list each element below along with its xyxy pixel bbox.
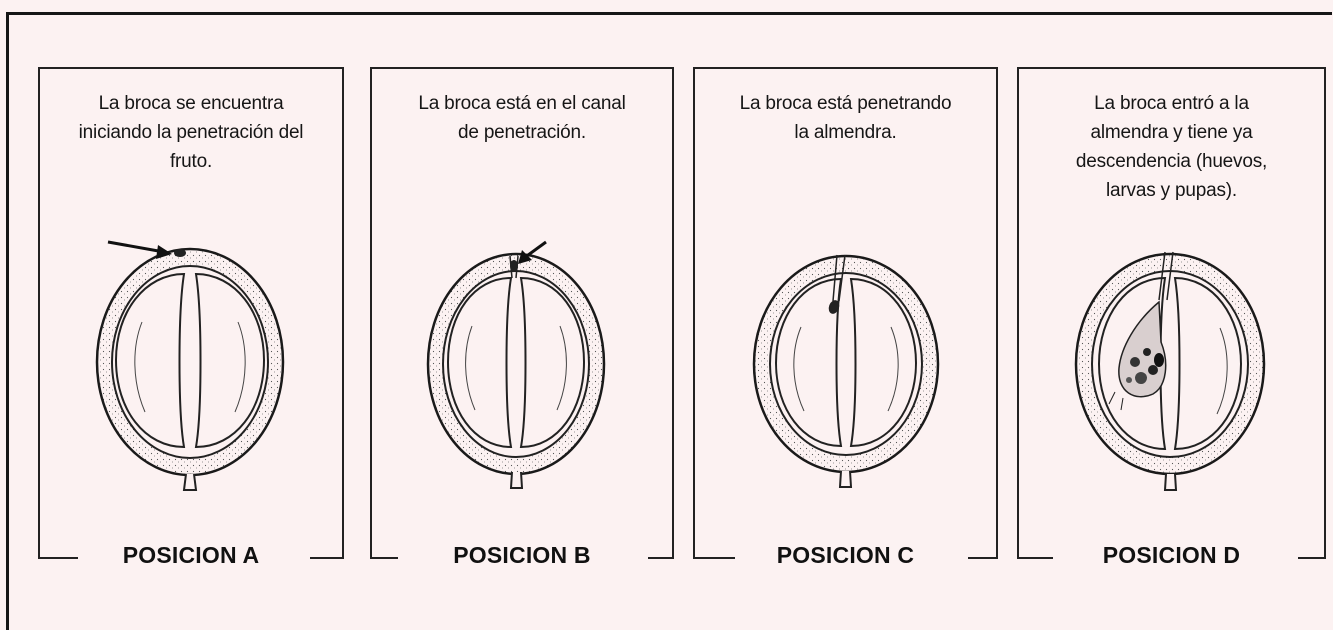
panel-posicion-d: La broca entró a la almendra y tiene ya … (1017, 67, 1326, 568)
right-bean (849, 277, 918, 448)
fruit-stalk (838, 470, 853, 488)
panel-posicion-c: La broca está penetrando la almendra. (693, 67, 998, 568)
coffee-fruit-cross-section (1074, 251, 1266, 491)
left-bean (114, 272, 186, 449)
panel-posicion-a: La broca se encuentra iniciando la penet… (38, 67, 344, 568)
caption-line: La broca se encuentra (98, 93, 284, 114)
caption-line: descendencia (huevos, (1075, 151, 1268, 172)
panel-posicion-b: La broca está en el canal de penetración… (370, 67, 674, 568)
caption-line: La broca entró a la (1094, 93, 1249, 114)
caption-line: La broca está en el canal (418, 93, 626, 114)
panel-label-row: POSICION A (38, 542, 344, 568)
panel-label: POSICION C (776, 542, 915, 568)
caption-line: almendra y tiene ya (1090, 122, 1253, 143)
panel-label-row: POSICION D (1017, 542, 1326, 568)
panel-label: POSICION B (453, 542, 591, 568)
caption-line: fruto. (169, 151, 213, 172)
caption-line: la almendra. (794, 122, 897, 143)
caption-line: larvas y pupas). (1106, 180, 1237, 201)
panel-label-row: POSICION B (370, 542, 674, 568)
right-bean (194, 272, 266, 449)
penetration-canal (1158, 251, 1174, 301)
borer-gallery (1108, 300, 1167, 411)
panel-label: POSICION A (122, 542, 260, 568)
caption-line: La broca está penetrando (739, 93, 952, 114)
panel-caption: La broca entró a la almendra y tiene ya … (1031, 89, 1312, 205)
coffee-fruit-cross-section (752, 254, 940, 488)
panel-frame (1017, 67, 1326, 559)
coffee-fruit-cross-section (426, 240, 606, 489)
panel-label-row: POSICION C (693, 542, 998, 568)
right-bean (1173, 276, 1243, 451)
panel-frame (38, 67, 344, 559)
left-bean (774, 277, 843, 448)
penetration-canal (832, 254, 846, 302)
panel-caption: La broca está en el canal de penetración… (384, 89, 660, 147)
arrow-icon (107, 240, 172, 259)
panel-frame (370, 67, 674, 559)
figure-border (6, 12, 1332, 630)
borer-beetle (1154, 353, 1164, 367)
coffee-fruit-cross-section (95, 240, 285, 491)
arrow-icon (518, 240, 547, 264)
right-bean (519, 276, 586, 449)
panel-caption: La broca está penetrando la almendra. (707, 89, 984, 147)
panel-caption: La broca se encuentra iniciando la penet… (52, 89, 330, 176)
caption-line: de penetración. (458, 122, 586, 143)
fruit-stalk (509, 471, 524, 489)
panel-frame (693, 67, 998, 559)
fruit-stalk (1163, 473, 1178, 491)
caption-line: iniciando la penetración del (78, 122, 304, 143)
fruit-stalk (182, 473, 198, 491)
borer-beetle (174, 249, 186, 257)
borer-beetle (510, 260, 518, 272)
left-bean (446, 276, 513, 449)
borer-beetle (828, 300, 840, 314)
panel-label: POSICION D (1102, 542, 1241, 568)
